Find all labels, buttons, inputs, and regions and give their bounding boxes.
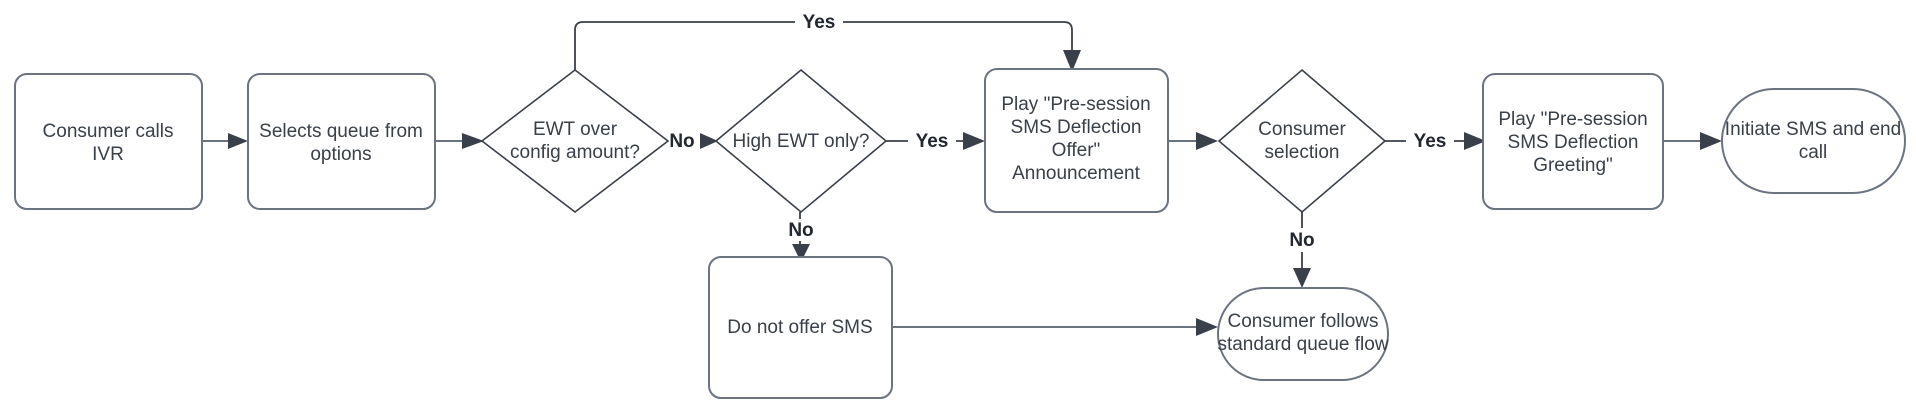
node-shape-diamond[interactable] <box>480 68 670 214</box>
node-label-line-1: Initiate SMS and end <box>1725 119 1901 140</box>
node-consumer-calls-ivr[interactable]: Consumer calls IVR <box>14 73 203 210</box>
node-initiate-sms-end-call[interactable]: Initiate SMS and end call <box>1721 88 1906 194</box>
arrow-head-icon <box>1063 50 1081 72</box>
node-label-line-1: Play "Pre-session <box>1001 94 1150 115</box>
node-shape-rounded-rect[interactable] <box>1482 73 1664 210</box>
node-label-line-2: SMS Deflection <box>1508 132 1639 153</box>
node-shape-rounded-rect[interactable] <box>14 73 203 210</box>
node-shape-stadium[interactable] <box>1721 88 1906 194</box>
edge-ewt-yes-to-play-offer: Yes <box>574 10 1081 72</box>
edge-label-no-high-ewt: No <box>788 220 813 241</box>
arrow-head-icon <box>462 133 484 149</box>
edge-label-backing <box>662 130 702 152</box>
node-label-line-1: Consumer follows <box>1228 311 1379 332</box>
arrow-head-icon <box>1464 132 1486 150</box>
node-label-line-1: High EWT only? <box>733 131 870 152</box>
node-label-line-1: EWT over <box>533 119 618 140</box>
node-label-line-2: IVR <box>92 144 124 165</box>
node-label-line-2: config amount? <box>510 142 640 163</box>
edge-ewt-no-to-high-ewt: No <box>662 130 718 152</box>
edge-consumer-selection-no-to-queue-flow: No <box>1282 203 1322 288</box>
arrow-head-icon <box>228 133 248 149</box>
arrow-head-icon <box>1196 318 1218 336</box>
node-label-line-3: Greeting" <box>1533 155 1613 176</box>
arrow-head-icon <box>963 132 985 150</box>
edge-label-yes-selection: Yes <box>1414 131 1447 152</box>
node-label-line-4: Announcement <box>1012 163 1141 184</box>
node-do-not-offer-sms[interactable]: Do not offer SMS <box>708 256 893 399</box>
edge-label-yes-high-ewt: Yes <box>916 131 949 152</box>
node-selects-queue[interactable]: Selects queue from options <box>247 73 436 210</box>
node-shape-diamond[interactable] <box>714 68 888 214</box>
arrow-head-icon <box>1700 132 1722 150</box>
edge-play-greeting-to-initiate-sms <box>1663 132 1722 150</box>
node-label-line-2: SMS Deflection <box>1011 117 1142 138</box>
arrow-head-icon <box>1293 268 1311 288</box>
edge-do-not-offer-to-queue-flow <box>892 318 1218 336</box>
edge-label-backing <box>795 10 843 34</box>
edge-label-backing <box>782 219 820 241</box>
edge-label-backing <box>908 130 956 152</box>
edge-label-yes-top: Yes <box>803 12 836 33</box>
node-play-greeting[interactable]: Play "Pre-session SMS Deflection Greetin… <box>1482 73 1664 210</box>
node-shape-rounded-rect[interactable] <box>984 68 1169 213</box>
node-label-line-1: Selects queue from <box>259 121 423 142</box>
node-label-line-2: selection <box>1265 142 1340 163</box>
edge-play-offer-to-consumer-selection <box>1168 132 1218 150</box>
node-high-ewt-only[interactable]: High EWT only? <box>714 68 888 214</box>
edge-consumer-calls-to-selects-queue <box>202 133 248 149</box>
arrow-head-icon <box>792 244 810 262</box>
edge-label-backing <box>1406 130 1454 152</box>
node-label-line-2: call <box>1799 142 1828 163</box>
edge-label-backing <box>1282 228 1322 252</box>
node-label-line-3: Offer" <box>1052 140 1101 161</box>
node-shape-rounded-rect[interactable] <box>247 73 436 210</box>
node-label-line-2: standard queue flow <box>1217 334 1388 355</box>
arrow-head-icon <box>1196 132 1218 150</box>
node-label-line-1: Do not offer SMS <box>727 317 872 338</box>
edge-selects-queue-to-ewt-diamond <box>434 133 484 149</box>
node-shape-stadium[interactable] <box>1217 287 1389 381</box>
node-play-offer-announcement[interactable]: Play "Pre-session SMS Deflection Offer" … <box>984 68 1169 213</box>
node-consumer-follows-queue-flow[interactable]: Consumer follows standard queue flow <box>1217 287 1389 381</box>
edge-high-ewt-yes-to-play-offer: Yes <box>886 130 985 152</box>
node-shape-diamond[interactable] <box>1217 68 1387 214</box>
node-label-line-1: Play "Pre-session <box>1498 109 1647 130</box>
edge-label-no-ewt: No <box>669 131 694 152</box>
node-shape-rounded-rect[interactable] <box>708 256 893 399</box>
arrow-head-icon <box>700 133 718 149</box>
node-consumer-selection[interactable]: Consumer selection <box>1217 68 1387 214</box>
edge-consumer-selection-yes-to-play-greeting: Yes <box>1385 130 1486 152</box>
edge-label-no-selection: No <box>1289 230 1314 251</box>
node-label-line-2: options <box>310 144 371 165</box>
node-label-line-1: Consumer calls <box>43 121 174 142</box>
node-label-line-1: Consumer <box>1258 119 1346 140</box>
node-ewt-over-config-amount[interactable]: EWT over config amount? <box>480 68 670 214</box>
edge-high-ewt-no-to-do-not-offer: No <box>782 212 820 262</box>
